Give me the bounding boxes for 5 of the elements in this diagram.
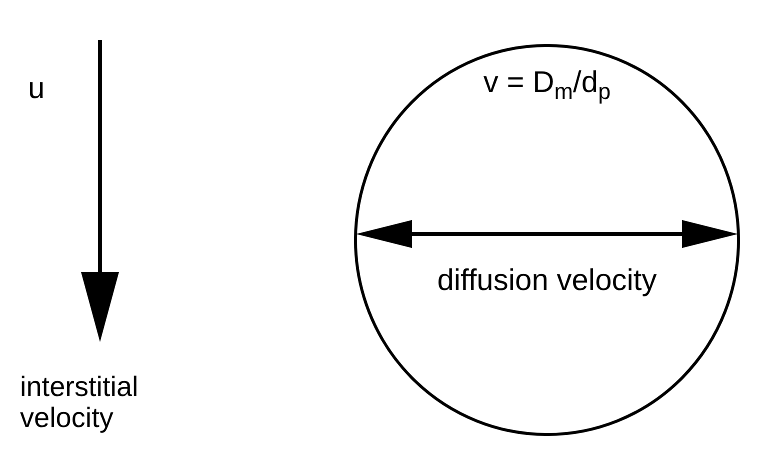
caption-text: interstitial velocity xyxy=(20,372,140,434)
circle-node xyxy=(354,44,740,436)
variable-label: u xyxy=(28,72,45,105)
node-label: diffusion velocity xyxy=(436,264,658,297)
formula-text: v = D$_{m}$/d$_{p}$ xyxy=(482,66,612,104)
